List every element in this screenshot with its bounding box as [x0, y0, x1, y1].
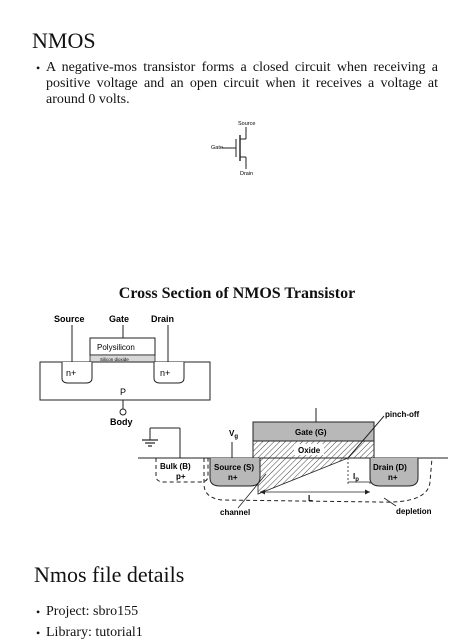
pinch-off-diagram: Vg Gate (G) Oxide Bulk (B) p+ Source (S)… [138, 408, 448, 517]
bullet-item: • A negative-mos transistor forms a clos… [36, 60, 438, 108]
nmos-description: A negative-mos transistor forms a closed… [46, 60, 438, 107]
figure-title: Cross Section of NMOS Transistor [118, 285, 356, 302]
d2-drain-well [369, 458, 419, 487]
d1-n-left-label: n+ [66, 368, 76, 378]
d2-source-well [209, 458, 261, 487]
d2-channel-pointer [237, 473, 267, 509]
d1-n-well-right [153, 362, 185, 384]
d1-oxide-label: Silicon dioxide [100, 357, 129, 362]
detail-project: Project: sbro155 [46, 604, 139, 619]
detail-library: Library: tutorial1 [46, 625, 143, 640]
d2-depletion-pointer [383, 497, 397, 507]
d2-depletion-boundary [203, 457, 433, 503]
d2-depletion-label: depletion [396, 507, 432, 516]
d2-lp-label: lp [353, 472, 359, 483]
d2-vg-label: Vg [229, 429, 238, 440]
section-title-nmos: NMOS [32, 28, 96, 53]
d1-drain-label: Drain [151, 314, 174, 324]
d2-pinch-off-label: pinch-off [385, 410, 420, 419]
d1-source-label: Source [54, 314, 85, 324]
symbol-drain-label: Drain [240, 171, 253, 177]
d2-oxide-label-bg [294, 444, 324, 455]
bullet-dot: • [36, 626, 41, 640]
d2-drain-n-label: n+ [388, 473, 398, 482]
d1-gate-label: Gate [109, 314, 129, 324]
symbol-source-label: Source [238, 121, 255, 127]
d2-oxide-label: Oxide [298, 446, 321, 455]
d2-channel-region [257, 457, 349, 495]
d1-n-well-left [61, 362, 93, 384]
section-title-file-details: Nmos file details [34, 562, 185, 587]
d2-L-label: L [308, 494, 313, 503]
d1-p-label: P [120, 387, 126, 397]
d2-channel-label: channel [220, 508, 250, 517]
d1-polysilicon-label: Polysilicon [97, 343, 135, 352]
d2-bulk-region [155, 458, 209, 483]
d1-body-terminal [119, 408, 127, 416]
d2-bulk-label: Bulk (B) [160, 462, 191, 471]
d2-drain-label: Drain (D) [373, 463, 407, 472]
nmos-symbol-diagram: Source Gate Drain [211, 121, 255, 177]
symbol-gate-label: Gate [211, 145, 223, 151]
d2-source-label: Source (S) [214, 463, 254, 472]
detail-item-library: • Library: tutorial1 [36, 625, 438, 641]
detail-item-project: • Project: sbro155 [36, 604, 438, 620]
bullet-dot: • [36, 61, 41, 75]
cross-section-diagram: Source Gate Drain Polysilicon Silicon di… [39, 314, 211, 427]
d1-body-label: Body [110, 417, 133, 427]
d1-n-right-label: n+ [160, 368, 170, 378]
d2-gate-label: Gate (G) [295, 428, 327, 437]
d2-source-n-label: n+ [228, 473, 238, 482]
d2-pinch-off-pointer [347, 415, 385, 459]
bullet-dot: • [36, 605, 41, 619]
d2-p-plus-label: p+ [176, 472, 186, 481]
